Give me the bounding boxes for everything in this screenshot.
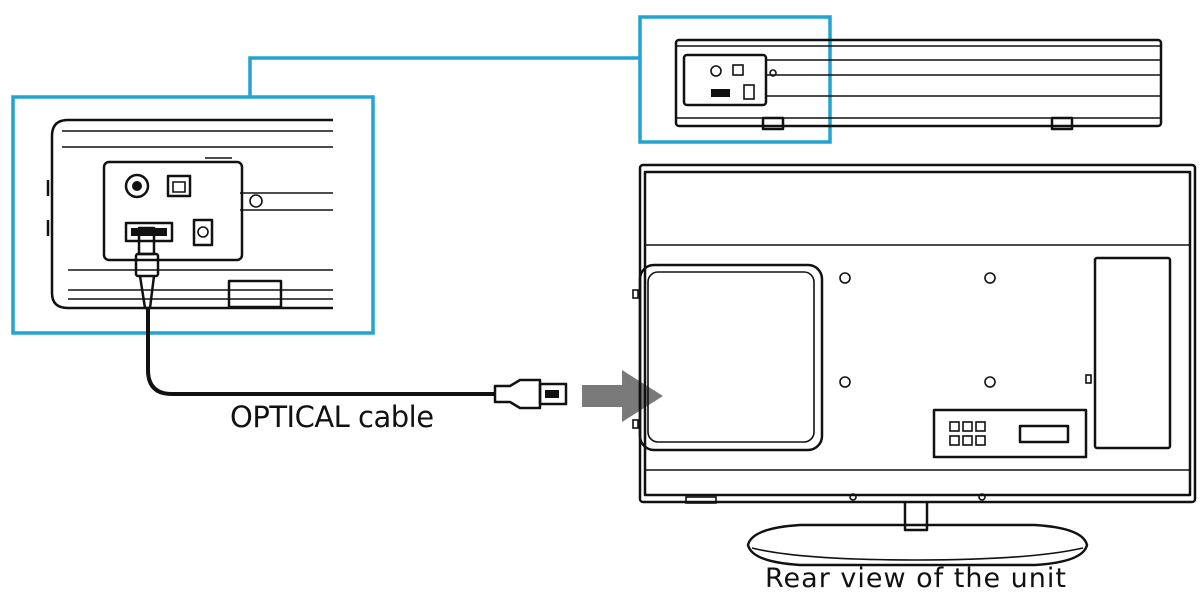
soundbar-zoom-frame bbox=[11, 95, 375, 335]
tv-rear-view bbox=[632, 163, 1197, 567]
overview-aux-port bbox=[710, 65, 722, 77]
soundbar-overview-frame bbox=[638, 15, 832, 144]
callout-connector-line bbox=[248, 56, 640, 97]
insert-arrow bbox=[582, 370, 663, 422]
optical-cable bbox=[134, 226, 663, 422]
overview-optical-port bbox=[732, 64, 744, 76]
aux-port bbox=[124, 173, 150, 199]
callout-frames bbox=[11, 15, 832, 335]
soundbar-foot bbox=[227, 279, 283, 309]
soundbar-zoom-detail bbox=[46, 118, 333, 310]
overview-foot-left bbox=[761, 116, 785, 131]
overview-hdmi-port bbox=[711, 89, 730, 97]
tv-input-panel bbox=[638, 263, 824, 452]
overview-power-port bbox=[743, 84, 755, 100]
hdmi-port bbox=[124, 221, 174, 243]
optical-port bbox=[166, 174, 192, 198]
overview-foot-right bbox=[1050, 116, 1074, 131]
tv-rear-view-caption: Rear view of the unit bbox=[765, 563, 1067, 594]
power-port bbox=[192, 218, 214, 247]
soundbar-overview bbox=[674, 38, 1163, 131]
optical-cable-label: OPTICAL cable bbox=[230, 400, 434, 434]
